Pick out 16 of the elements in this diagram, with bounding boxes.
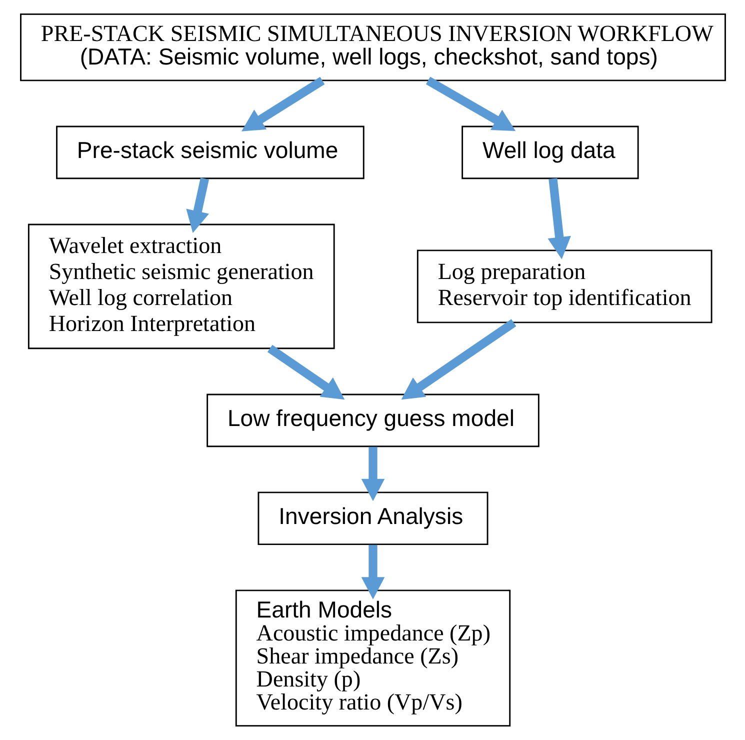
node-box: Well log data (461, 126, 638, 180)
node-box: Wavelet extraction Synthetic seismic generation Well log correlation Horizon Interpretation (27, 224, 334, 350)
arrow (186, 178, 209, 234)
arrow (266, 344, 344, 400)
arrow (400, 319, 516, 400)
arrow (425, 76, 516, 132)
node-box: Inversion Analysis (257, 492, 488, 546)
node-box: PRE-STACK SEISMIC SIMULTANEOUS INVERSION WORKFLOW (DATA: Seismic volume, well logs, checkshot, sand tops) (20, 13, 726, 82)
node-box: Low frequency guess model (206, 394, 539, 448)
node-box: Earth Models Acoustic impedance (Zp) Shear impedance (Zs) Density (p) Velocity ratio (Vp/Vs) (234, 590, 510, 727)
arrow (241, 76, 324, 132)
arrow (360, 544, 384, 600)
arrow (360, 446, 384, 502)
node-box: Log preparation Reservoir top identification (416, 250, 712, 324)
arrow (547, 178, 570, 260)
node-box: Pre-stack seismic volume (56, 126, 364, 180)
